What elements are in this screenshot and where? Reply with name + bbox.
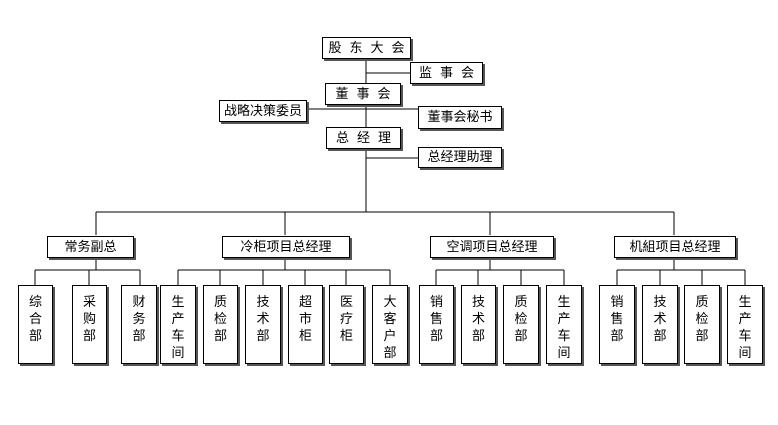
board-of-directors-label: 董事会 bbox=[335, 86, 399, 102]
department-box: 技术部 bbox=[642, 285, 678, 364]
department-label: 质检部 bbox=[213, 295, 227, 344]
department-label: 技术部 bbox=[471, 295, 485, 344]
department-label: 质检部 bbox=[695, 295, 709, 344]
board-secretary-box: 董事会秘书 bbox=[418, 106, 502, 129]
department-label: 大客户部 bbox=[383, 295, 397, 361]
department-label: 质检部 bbox=[514, 295, 528, 344]
department-label: 生产车间 bbox=[171, 295, 185, 361]
supervisory-board-box: 监事会 bbox=[410, 62, 483, 84]
gm-assistant-label: 总经理助理 bbox=[427, 150, 493, 165]
department-box: 大客户部 bbox=[372, 285, 408, 364]
department-label: 生产车间 bbox=[738, 295, 752, 361]
department-label: 技术部 bbox=[256, 295, 270, 344]
department-box: 综合部 bbox=[18, 285, 53, 364]
department-box: 技术部 bbox=[461, 285, 496, 364]
department-box: 质检部 bbox=[684, 285, 720, 364]
division-label: 冷柜项目总经理 bbox=[240, 239, 332, 255]
division-label: 空调项目总经理 bbox=[446, 239, 538, 255]
shareholders-meeting-box: 股东大会 bbox=[322, 37, 411, 59]
department-box: 销售部 bbox=[419, 285, 454, 364]
board-of-directors-box: 董事会 bbox=[325, 83, 401, 105]
division-label: 常务副总 bbox=[64, 239, 117, 255]
department-box: 采购部 bbox=[72, 285, 107, 364]
strategy-committee-box: 战略决策委员 bbox=[219, 100, 307, 122]
division-box: 常务副总 bbox=[47, 236, 134, 258]
department-box: 质检部 bbox=[503, 285, 539, 364]
department-label: 销售部 bbox=[429, 295, 443, 344]
department-box: 技术部 bbox=[245, 285, 281, 364]
department-box: 生产车间 bbox=[546, 285, 582, 364]
division-box: 空调项目总经理 bbox=[430, 236, 554, 258]
general-manager-box: 总经理 bbox=[326, 127, 401, 149]
department-label: 超市柜 bbox=[298, 295, 312, 344]
supervisory-board-label: 监事会 bbox=[419, 65, 483, 81]
division-box: 机組项目总经理 bbox=[614, 236, 736, 258]
department-box: 生产车间 bbox=[727, 285, 763, 364]
department-box: 医疗柜 bbox=[329, 285, 364, 364]
department-label: 销售部 bbox=[610, 295, 624, 344]
department-label: 生产车间 bbox=[557, 295, 571, 361]
department-label: 采购部 bbox=[82, 295, 96, 344]
gm-assistant-box: 总经理助理 bbox=[418, 147, 502, 168]
division-box: 冷柜项目总经理 bbox=[222, 236, 350, 258]
department-label: 技术部 bbox=[653, 295, 667, 344]
department-box: 生产车间 bbox=[160, 285, 196, 364]
department-box: 财务部 bbox=[121, 285, 157, 364]
general-manager-label: 总经理 bbox=[335, 130, 399, 146]
shareholders-label: 股东大会 bbox=[328, 40, 413, 56]
board-secretary-label: 董事会秘书 bbox=[427, 110, 493, 125]
strategy-committee-label: 战略决策委员 bbox=[223, 103, 302, 119]
department-label: 综合部 bbox=[28, 295, 42, 344]
department-box: 超市柜 bbox=[288, 285, 323, 364]
department-label: 财务部 bbox=[132, 295, 146, 344]
department-box: 销售部 bbox=[599, 285, 635, 364]
department-box: 质检部 bbox=[203, 285, 238, 364]
division-label: 机組项目总经理 bbox=[629, 239, 721, 255]
department-label: 医疗柜 bbox=[339, 295, 353, 344]
